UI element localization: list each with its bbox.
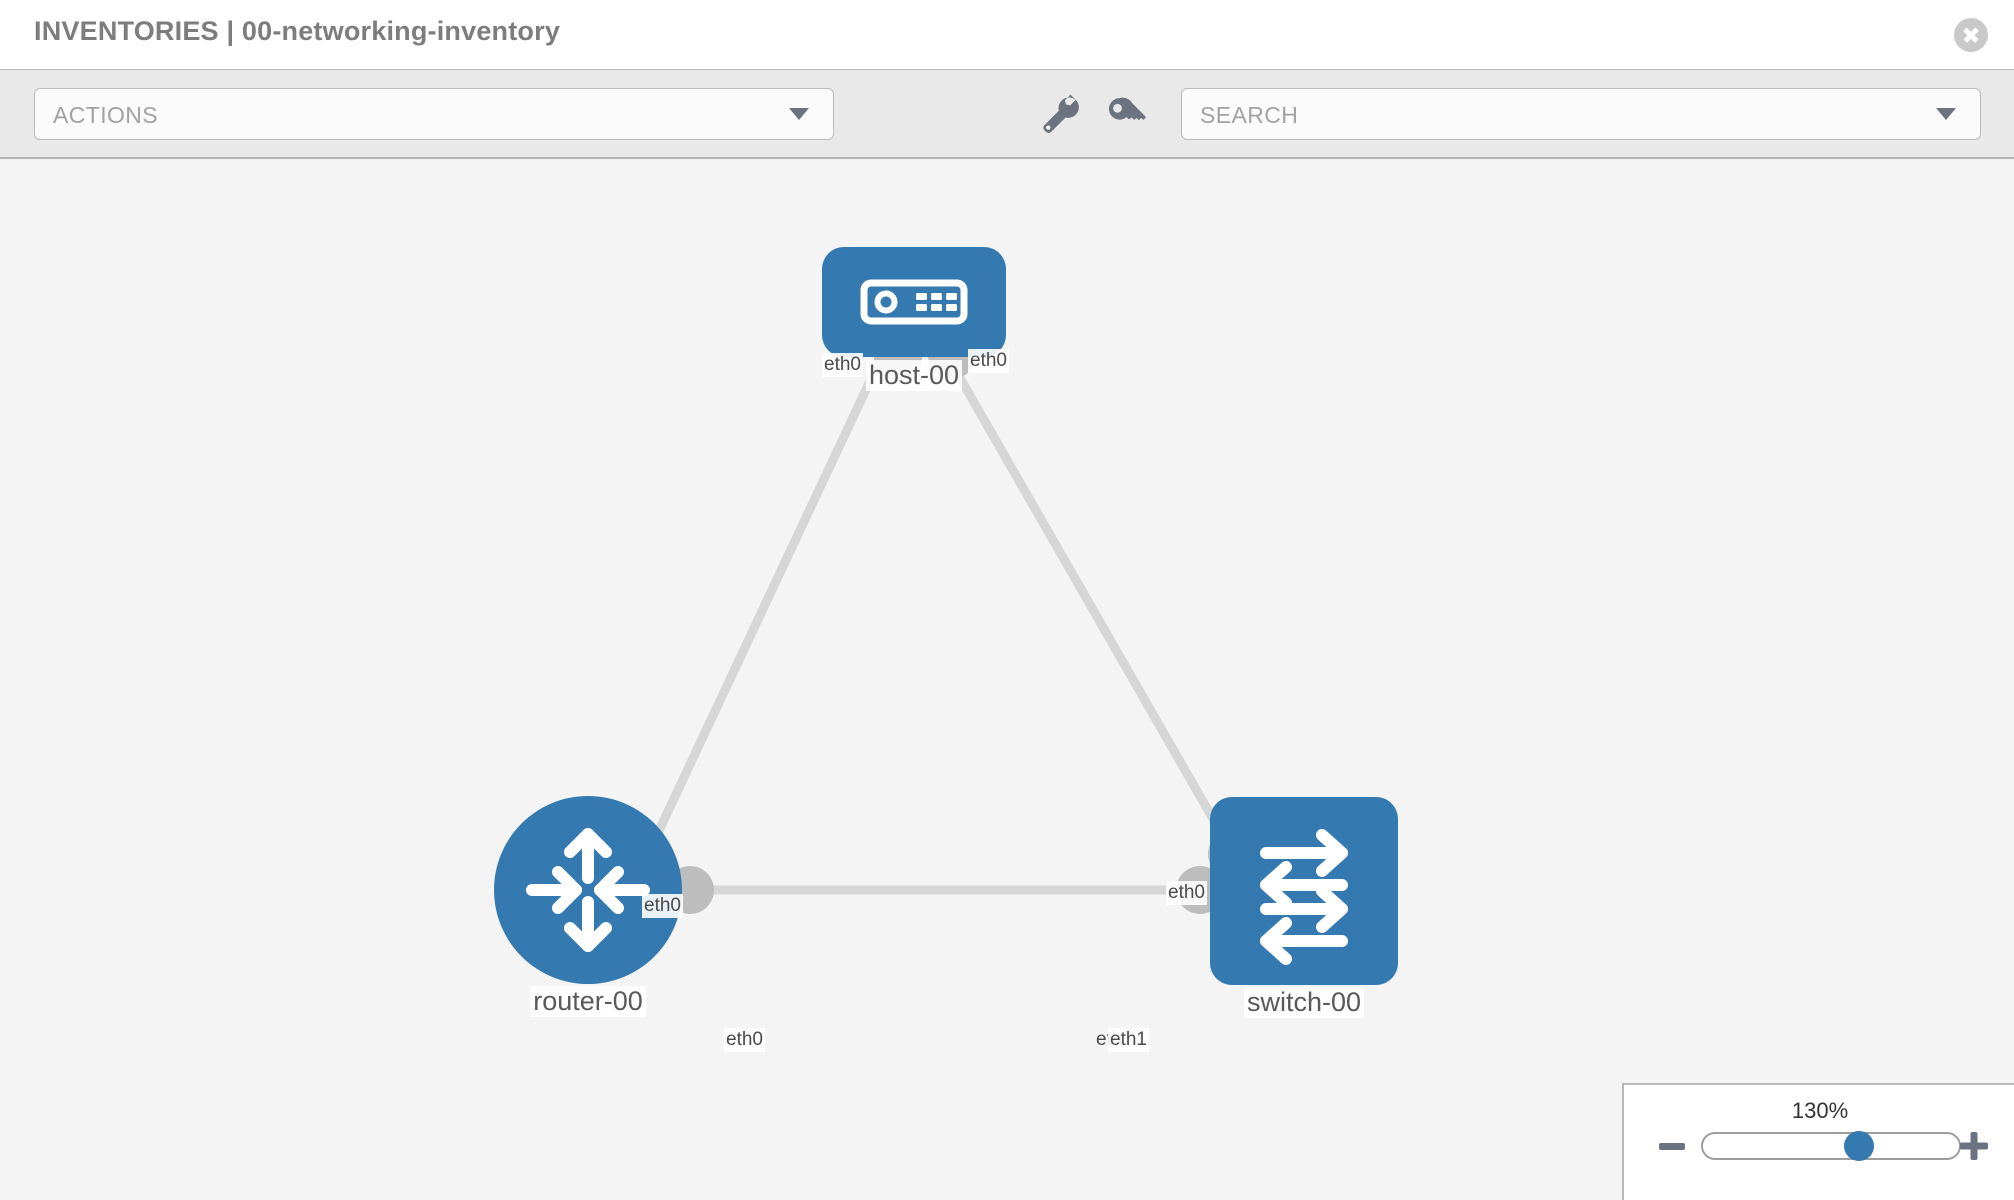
iface-label: eth0: [724, 1028, 765, 1052]
iface-label: eth1: [1108, 1028, 1149, 1052]
node-label-router-00: router-00: [530, 986, 646, 1017]
search-placeholder: SEARCH: [1200, 102, 1299, 128]
server-icon: [860, 279, 968, 325]
wrench-icon[interactable]: [1037, 92, 1083, 138]
page-title: INVENTORIES | 00-networking-inventory: [34, 16, 561, 46]
router-node-shape: [494, 796, 682, 984]
topology-graph: [635, 331, 1256, 914]
topology-node-host-00[interactable]: host-00: [822, 247, 1006, 391]
zoom-slider-thumb[interactable]: [1844, 1131, 1875, 1161]
iface-label: eth0: [1166, 881, 1207, 905]
actions-dropdown[interactable]: ACTIONS: [34, 88, 834, 140]
edges: [635, 361, 1240, 895]
switch-icon: [1260, 829, 1348, 965]
topology-node-switch-00[interactable]: switch-00: [1210, 797, 1398, 1018]
zoom-slider[interactable]: [1701, 1131, 1961, 1161]
switch-node-shape: [1210, 797, 1398, 985]
iface-label: eth0: [642, 894, 683, 918]
chevron-down-icon: [1936, 108, 1956, 120]
zoom-out-button[interactable]: [1659, 1143, 1685, 1150]
node-label-switch-00: switch-00: [1243, 987, 1365, 1018]
iface-label: eth0: [822, 353, 863, 377]
iface-label: eth0: [968, 349, 1009, 373]
node-label-host-00: host-00: [865, 360, 963, 391]
zoom-control-panel: 130%: [1622, 1083, 2014, 1200]
search-input[interactable]: SEARCH: [1181, 88, 1981, 140]
topology-canvas[interactable]: host-00: [0, 159, 2014, 1200]
window-header: INVENTORIES | 00-networking-inventory: [0, 0, 2014, 70]
close-icon[interactable]: [1954, 18, 1988, 52]
chevron-down-icon: [789, 108, 809, 120]
edge-host-router: [635, 362, 883, 873]
key-icon[interactable]: [1102, 92, 1148, 138]
topology-node-router-00[interactable]: router-00: [494, 796, 682, 1017]
zoom-in-button[interactable]: [1960, 1132, 1988, 1160]
edge-host-switch: [948, 361, 1240, 862]
actions-dropdown-label: ACTIONS: [53, 102, 159, 128]
host-node-shape: [822, 247, 1006, 357]
router-icon: [526, 828, 650, 952]
zoom-percent-label: 130%: [1791, 1098, 1849, 1123]
toolbar: ACTIONS SEARCH: [0, 70, 2014, 159]
